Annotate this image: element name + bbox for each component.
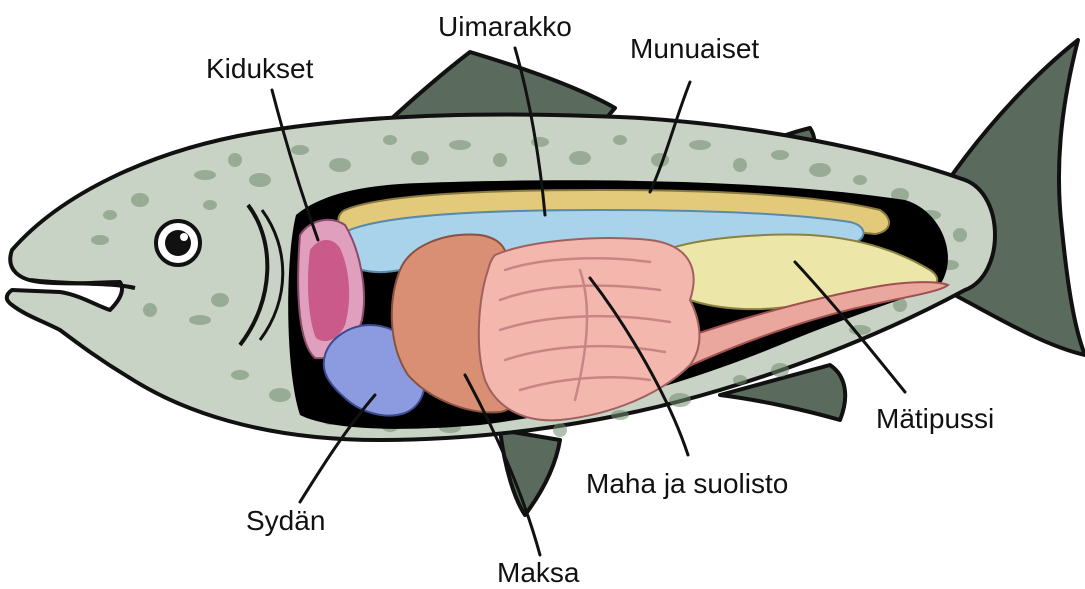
label-maha-ja-suolisto: Maha ja suolisto [586, 468, 788, 499]
label-munuaiset: Munuaiset [630, 33, 759, 64]
label-uimarakko: Uimarakko [438, 11, 572, 42]
body-spot [103, 210, 117, 220]
body-spot [449, 140, 471, 150]
body-spot [143, 303, 157, 317]
body-spot [531, 137, 549, 147]
body-spot [383, 135, 397, 145]
body-spot [211, 293, 229, 307]
body-spot [613, 135, 627, 145]
body-spot [771, 150, 789, 160]
body-spot [231, 370, 249, 380]
body-spot [611, 410, 629, 420]
body-spot [411, 151, 429, 165]
body-spot [203, 200, 217, 210]
body-spot [329, 158, 351, 172]
body-spot [189, 315, 211, 325]
label-sydan: Sydän [246, 505, 325, 536]
body-spot [689, 140, 711, 150]
label-kidukset: Kidukset [206, 53, 314, 84]
body-spot [269, 388, 291, 402]
body-spot [853, 175, 867, 185]
body-spot [953, 228, 967, 242]
body-spot [771, 363, 789, 377]
body-spot [131, 193, 149, 207]
body-spot [249, 173, 271, 187]
pelvic-fin [500, 430, 560, 515]
body-spot [228, 153, 242, 167]
label-maksa: Maksa [497, 557, 580, 588]
body-spot [291, 145, 309, 155]
body-spot [569, 151, 591, 165]
body-spot [809, 163, 831, 177]
label-matipussi: Mätipussi [876, 403, 994, 434]
body-spot [493, 153, 507, 167]
body-spot [733, 375, 747, 385]
body-spot [194, 170, 216, 180]
body-spot [669, 393, 691, 407]
eye [156, 221, 200, 265]
body-spot [733, 158, 747, 172]
body-spot [91, 235, 109, 245]
body-spot [553, 423, 567, 437]
